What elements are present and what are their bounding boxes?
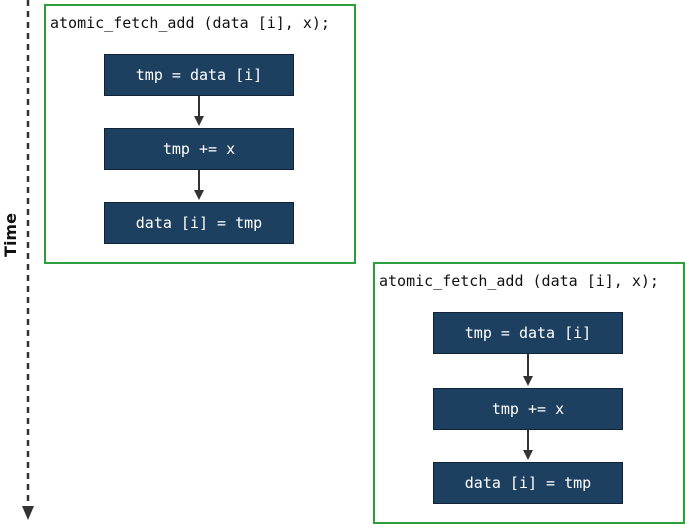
operation-title: atomic_fetch_add (data [i], x); [50,14,330,32]
time-axis-label: Time [1,213,20,257]
arrow-head-1a [194,116,204,126]
arrow-head-2b [523,450,533,460]
time-axis [20,0,40,524]
operation-group-2: atomic_fetch_add (data [i], x); tmp = da… [373,262,685,524]
arrow-head-2a [523,376,533,386]
arrow-head-1b [194,190,204,200]
step-store: data [i] = tmp [104,202,294,244]
step-add: tmp += x [433,388,623,430]
time-axis-arrow [22,0,34,520]
step-add: tmp += x [104,128,294,170]
step-load: tmp = data [i] [433,312,623,354]
operation-group-1: atomic_fetch_add (data [i], x); tmp = da… [44,4,356,264]
step-load: tmp = data [i] [104,54,294,96]
step-store: data [i] = tmp [433,462,623,504]
operation-title: atomic_fetch_add (data [i], x); [379,272,659,290]
